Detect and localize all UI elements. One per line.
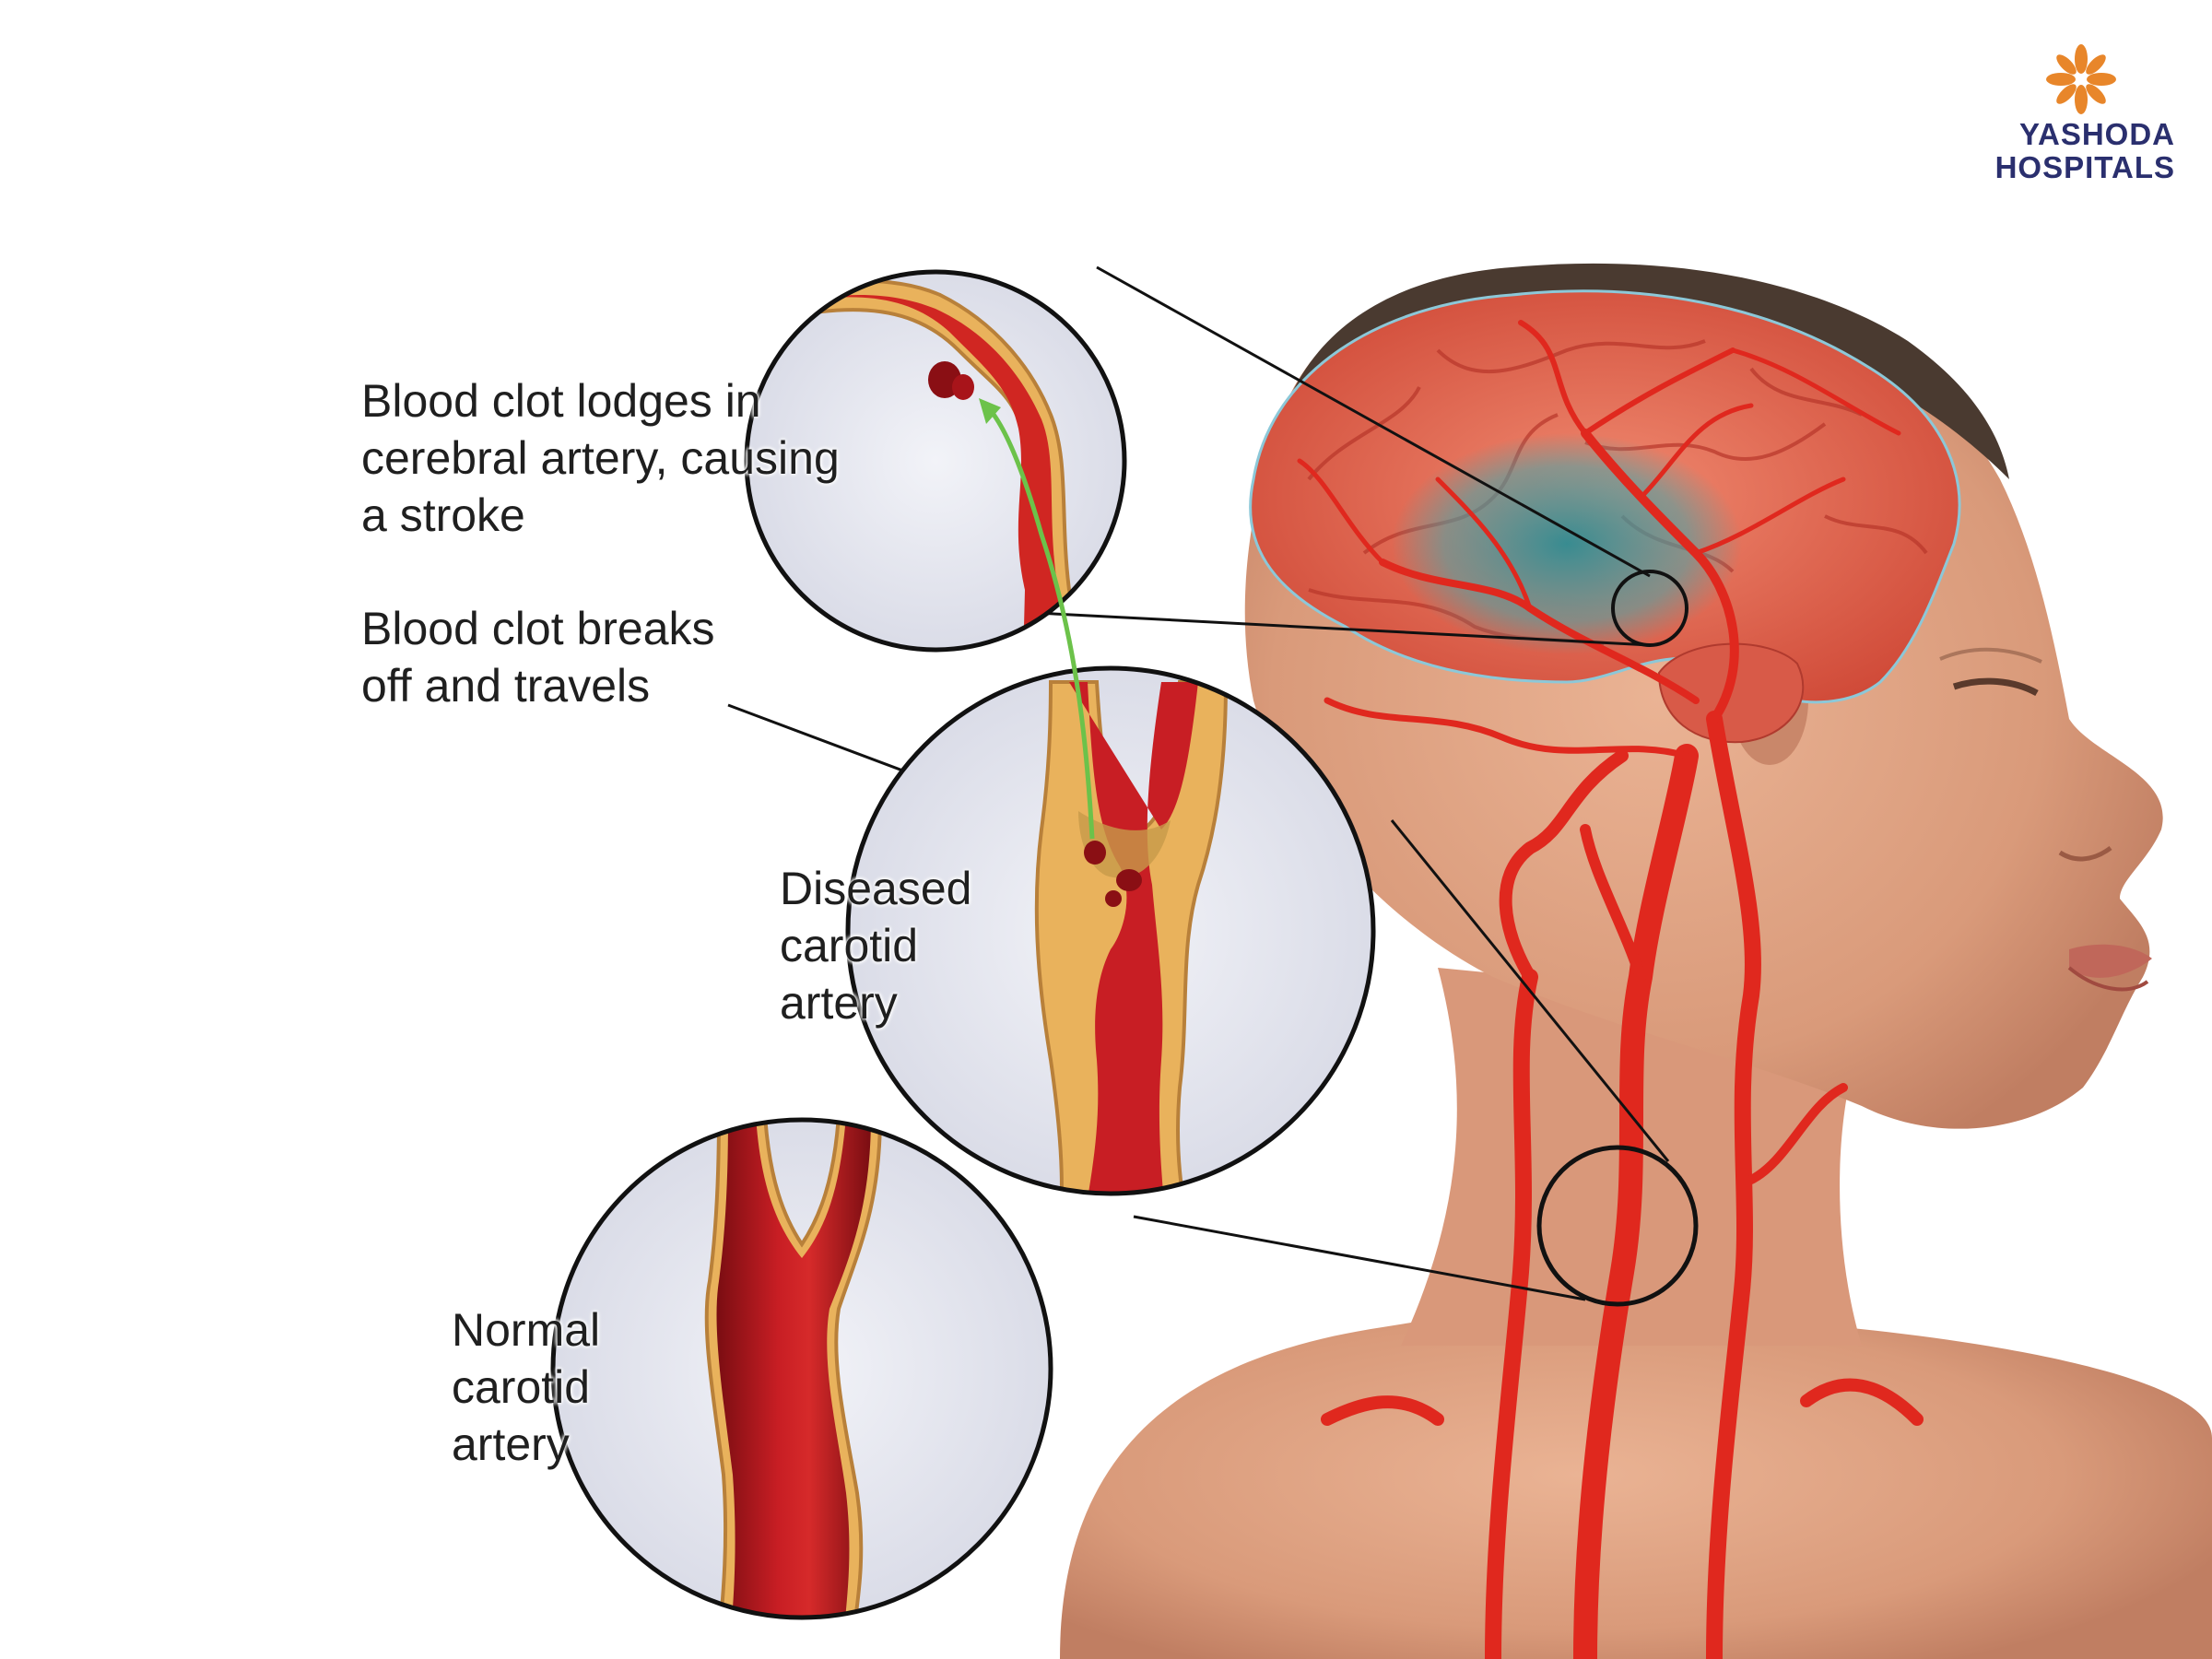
label-travel: Blood clot breaks off and travels [361, 600, 715, 714]
label-normal-line-2: carotid [452, 1359, 600, 1416]
hospital-logo: YASHODA HOSPITALS [1936, 42, 2175, 199]
label-normal: Normal carotid artery [452, 1301, 600, 1473]
logo-text-line-1: YASHODA [1936, 118, 2175, 151]
label-normal-line-3: artery [452, 1416, 600, 1473]
label-stroke: Blood clot lodges in cerebral artery, ca… [361, 372, 840, 544]
label-normal-line-1: Normal [452, 1301, 600, 1359]
label-stroke-line-1: Blood clot lodges in [361, 372, 840, 429]
logo-text: YASHODA HOSPITALS [1936, 118, 2175, 184]
label-stroke-line-3: a stroke [361, 487, 840, 544]
label-travel-line-1: Blood clot breaks [361, 600, 715, 657]
flower-logo-icon [1936, 42, 2175, 116]
magnifier-normal [553, 1115, 1051, 1641]
label-diseased-line-3: artery [780, 974, 971, 1031]
label-diseased-line-1: Diseased [780, 860, 971, 917]
label-diseased-line-2: carotid [780, 917, 971, 974]
breaking-clot [1084, 841, 1106, 865]
label-travel-line-2: off and travels [361, 657, 715, 714]
logo-text-line-2: HOSPITALS [1936, 151, 2175, 184]
label-stroke-line-2: cerebral artery, causing [361, 429, 840, 487]
label-diseased: Diseased carotid artery [780, 860, 971, 1031]
